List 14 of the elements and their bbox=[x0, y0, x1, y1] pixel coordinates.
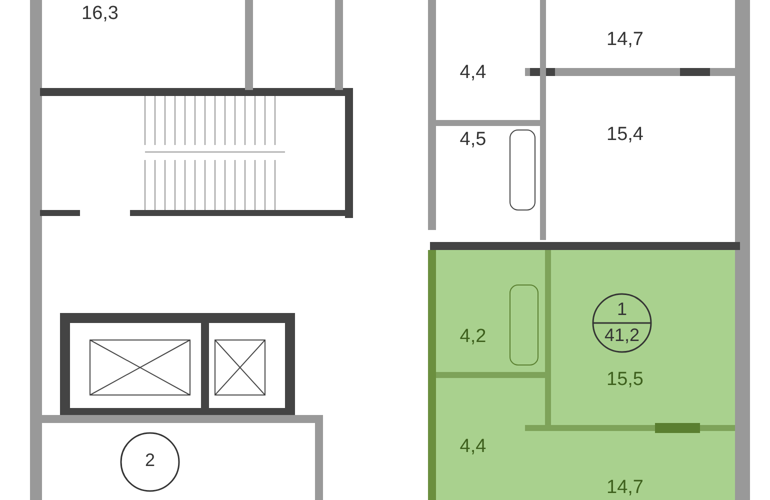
room-area-label: 14,7 bbox=[606, 477, 644, 499]
room-area-label: 4,4 bbox=[460, 62, 486, 84]
room-area-label: 4,2 bbox=[460, 326, 486, 348]
apartment-number: 1 bbox=[616, 299, 628, 320]
room-area-label: 15,5 bbox=[606, 369, 644, 391]
room-area-label: 4,5 bbox=[460, 129, 486, 151]
room-area-label: 16,3 bbox=[82, 3, 118, 25]
apartment-area: 41,2 bbox=[592, 325, 652, 346]
apartment-number: 2 bbox=[144, 450, 156, 471]
room-area-label: 15,4 bbox=[606, 124, 644, 146]
room-area-label: 14,7 bbox=[606, 29, 644, 51]
apartment-badge bbox=[120, 432, 180, 492]
apartment-badge bbox=[592, 293, 652, 353]
room-area-label: 4,4 bbox=[460, 436, 486, 458]
